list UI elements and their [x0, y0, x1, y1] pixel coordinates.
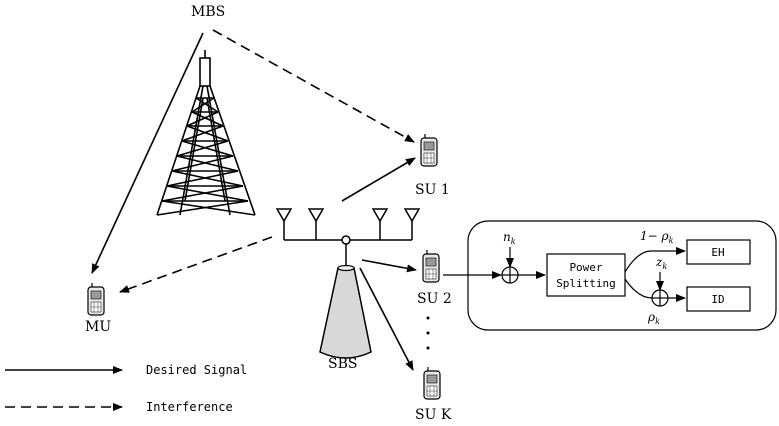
legend-interference-label: Interference [146, 400, 233, 414]
sbs-to-mu-interference [120, 237, 272, 292]
suk-phone-icon [424, 367, 440, 399]
one-minus-rho-label: 1− ρk [640, 229, 674, 245]
mbs-label: MBS [191, 4, 225, 20]
su1-phone-icon [421, 134, 437, 166]
su2-label: SU 2 [417, 291, 452, 307]
power-splitting-label-1: Power [569, 261, 602, 274]
sbs-to-suk-arrow [360, 268, 413, 370]
zk-adder-icon [652, 290, 668, 306]
rho-label: ρk [647, 310, 660, 326]
split-to-eh-path [625, 251, 651, 272]
sbs-label: SBS [328, 356, 357, 372]
sbs-antenna-array-icon [277, 209, 419, 268]
su2-phone-icon [423, 250, 439, 282]
suk-label: SU K [415, 407, 452, 423]
zk-label: zk [655, 255, 667, 271]
legend-desired-label: Desired Signal [146, 363, 247, 377]
sbs-to-su1-arrow [342, 158, 415, 201]
noise-nk-label: nk [503, 230, 516, 246]
sbs-base-station-icon [320, 266, 371, 359]
mbs-to-su1-interference [213, 30, 414, 142]
id-label: ID [711, 293, 724, 306]
eh-label: EH [711, 246, 724, 259]
mu-label: MU [85, 319, 111, 335]
power-splitting-label-2: Splitting [556, 277, 616, 290]
ellipsis-dots [427, 317, 430, 350]
mu-phone-icon [88, 283, 104, 315]
su1-label: SU 1 [415, 182, 450, 198]
split-to-id-path [625, 279, 652, 298]
mbs-tower-icon [157, 50, 255, 215]
sbs-to-su2-arrow [362, 260, 416, 270]
noise-adder-icon [502, 267, 518, 283]
